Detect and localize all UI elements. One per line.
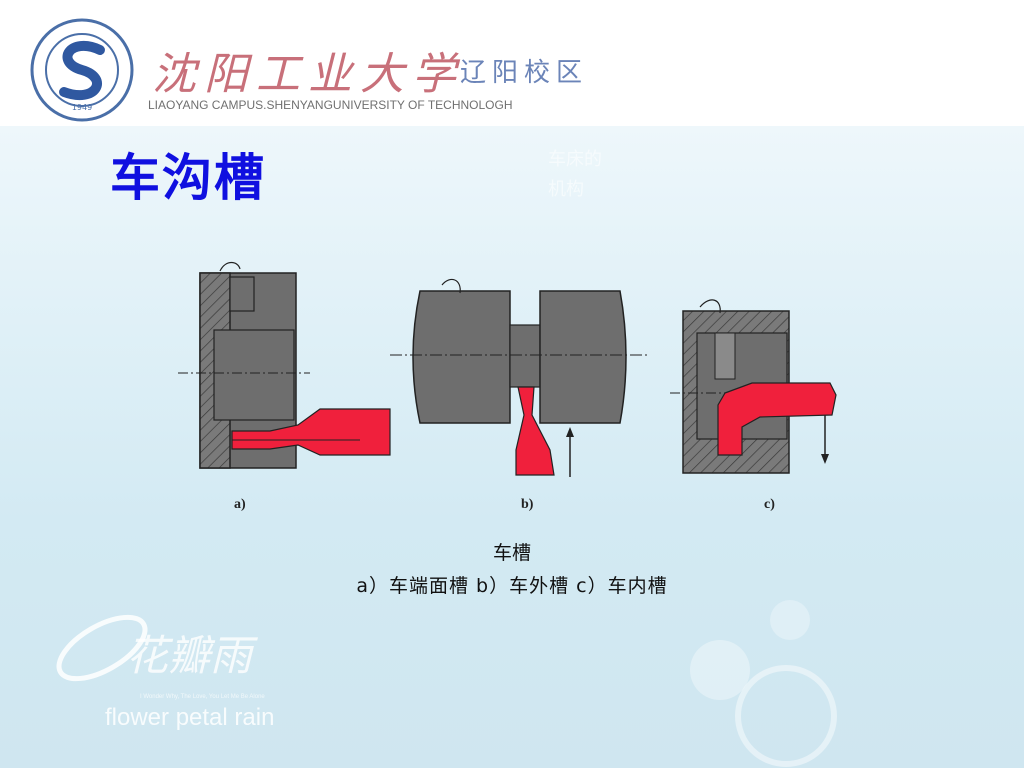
- watermark-english: flower petal rain: [105, 704, 275, 731]
- watermark-subtitle: I Wonder Why, The Love, You Let Me Be Al…: [140, 694, 265, 700]
- grooving-diagram: [178, 261, 837, 477]
- figure-caption-title: 车槽: [492, 542, 531, 564]
- diagram-b-external-groove: [390, 278, 648, 477]
- diagram-c-internal-groove: [670, 299, 837, 474]
- slide-title: 车沟槽: [110, 149, 266, 207]
- university-seal-icon: 1949: [30, 18, 134, 122]
- background-bokeh: [770, 600, 810, 640]
- campus-name-cn: 辽阳校区: [460, 58, 589, 88]
- faded-background-text: 车床的机构: [548, 149, 602, 200]
- figure-label-c: c): [764, 497, 775, 512]
- school-name-cn: 沈阳工业大学: [152, 49, 464, 100]
- grooving-figure: a) b) c): [170, 245, 870, 530]
- figure-label-b: b): [521, 497, 534, 512]
- flower-petal-rain-logo: 花瓣雨: [56, 614, 258, 682]
- background-bokeh: [735, 665, 837, 767]
- cutting-tool-c: [717, 382, 837, 456]
- diagram-a-face-groove: [178, 261, 391, 469]
- figure-caption-parts: a）车端面槽 b）车外槽 c）车内槽: [356, 575, 668, 597]
- cutting-tool-a: [231, 408, 391, 456]
- seal-year: 1949: [72, 103, 92, 112]
- school-name-en: LIAOYANG CAMPUS.SHENYANGUNIVERSITY OF TE…: [148, 98, 513, 112]
- figure-label-a: a): [234, 497, 246, 512]
- watermark-logo-text: 花瓣雨: [126, 631, 258, 680]
- cutting-tool-b: [515, 386, 555, 476]
- header-banner: 1949 沈阳工业大学 辽阳校区 LIAOYANG CAMPUS.SHENYAN…: [0, 0, 1024, 126]
- background-bokeh: [690, 640, 750, 700]
